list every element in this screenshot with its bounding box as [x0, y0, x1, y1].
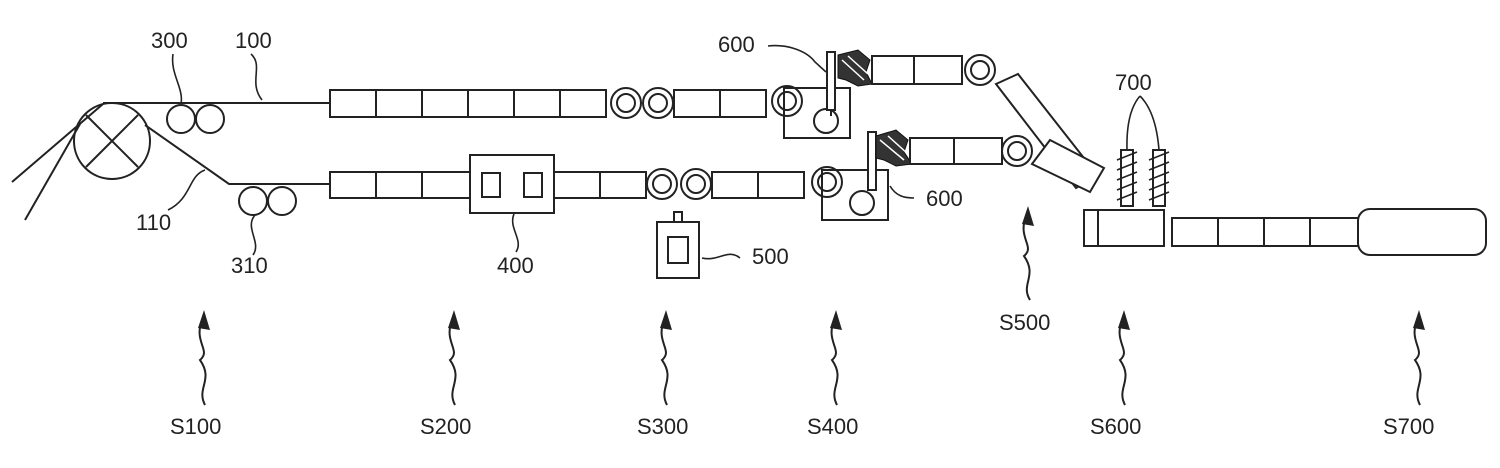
lower-conveyor-4: [910, 138, 1002, 164]
ref-label-400: 400: [497, 253, 534, 278]
output-unit: [1358, 209, 1486, 255]
stack-block-s600: [1084, 210, 1164, 246]
upper-roller-pair: [611, 88, 673, 118]
upper-conveyor-2: [674, 90, 766, 117]
ref-label-100: 100: [235, 28, 272, 53]
step-arrow-s300: [660, 310, 672, 405]
ref-label-110: 110: [136, 210, 171, 235]
step-arrow-s600: [1118, 310, 1130, 405]
lower-conveyor-1: [330, 172, 470, 198]
upper-hatched-block: [838, 50, 872, 86]
heater-700-left: [1117, 150, 1137, 206]
upper-roller-single: [965, 55, 995, 85]
output-conveyor: [1172, 218, 1362, 246]
lower-conveyor-2: [554, 172, 646, 198]
step-arrow-s200: [448, 310, 460, 405]
supply-roll: [12, 103, 150, 220]
ref-label-700: 700: [1115, 70, 1152, 95]
step-arrow-s100: [198, 310, 210, 405]
inspection-device-500: [657, 212, 699, 278]
lower-roller-pair: [647, 169, 711, 199]
lower-conveyor-3: [712, 172, 804, 198]
ref-label-600-lower: 600: [926, 186, 963, 211]
step-label-s400: S400: [807, 414, 858, 439]
ref-label-310: 310: [231, 253, 268, 278]
roller-pair-300: [167, 105, 224, 133]
upper-conveyor-1: [330, 90, 606, 117]
step-label-s300: S300: [637, 414, 688, 439]
lower-roller-single: [1002, 136, 1032, 166]
lower-web-110: [145, 125, 330, 184]
step-arrow-s700: [1413, 310, 1425, 405]
ref-label-500: 500: [752, 244, 789, 269]
step-label-s200: S200: [420, 414, 471, 439]
ref-label-600-upper: 600: [718, 32, 755, 57]
lamination-unit-400: [470, 155, 554, 213]
reference-leaders: [168, 46, 914, 259]
heater-700-right: [1149, 150, 1169, 206]
step-label-s600: S600: [1090, 414, 1141, 439]
step-label-s100: S100: [170, 414, 221, 439]
ref-label-300: 300: [151, 28, 188, 53]
step-arrow-s500: [1022, 206, 1034, 300]
step-label-s500: S500: [999, 310, 1050, 335]
step-label-s700: S700: [1383, 414, 1434, 439]
heater-700-leader: [1127, 96, 1159, 150]
step-arrow-s400: [830, 310, 842, 405]
upper-conveyor-3: [872, 56, 962, 84]
roller-pair-310: [239, 187, 296, 215]
lower-hatched-block: [876, 130, 912, 166]
